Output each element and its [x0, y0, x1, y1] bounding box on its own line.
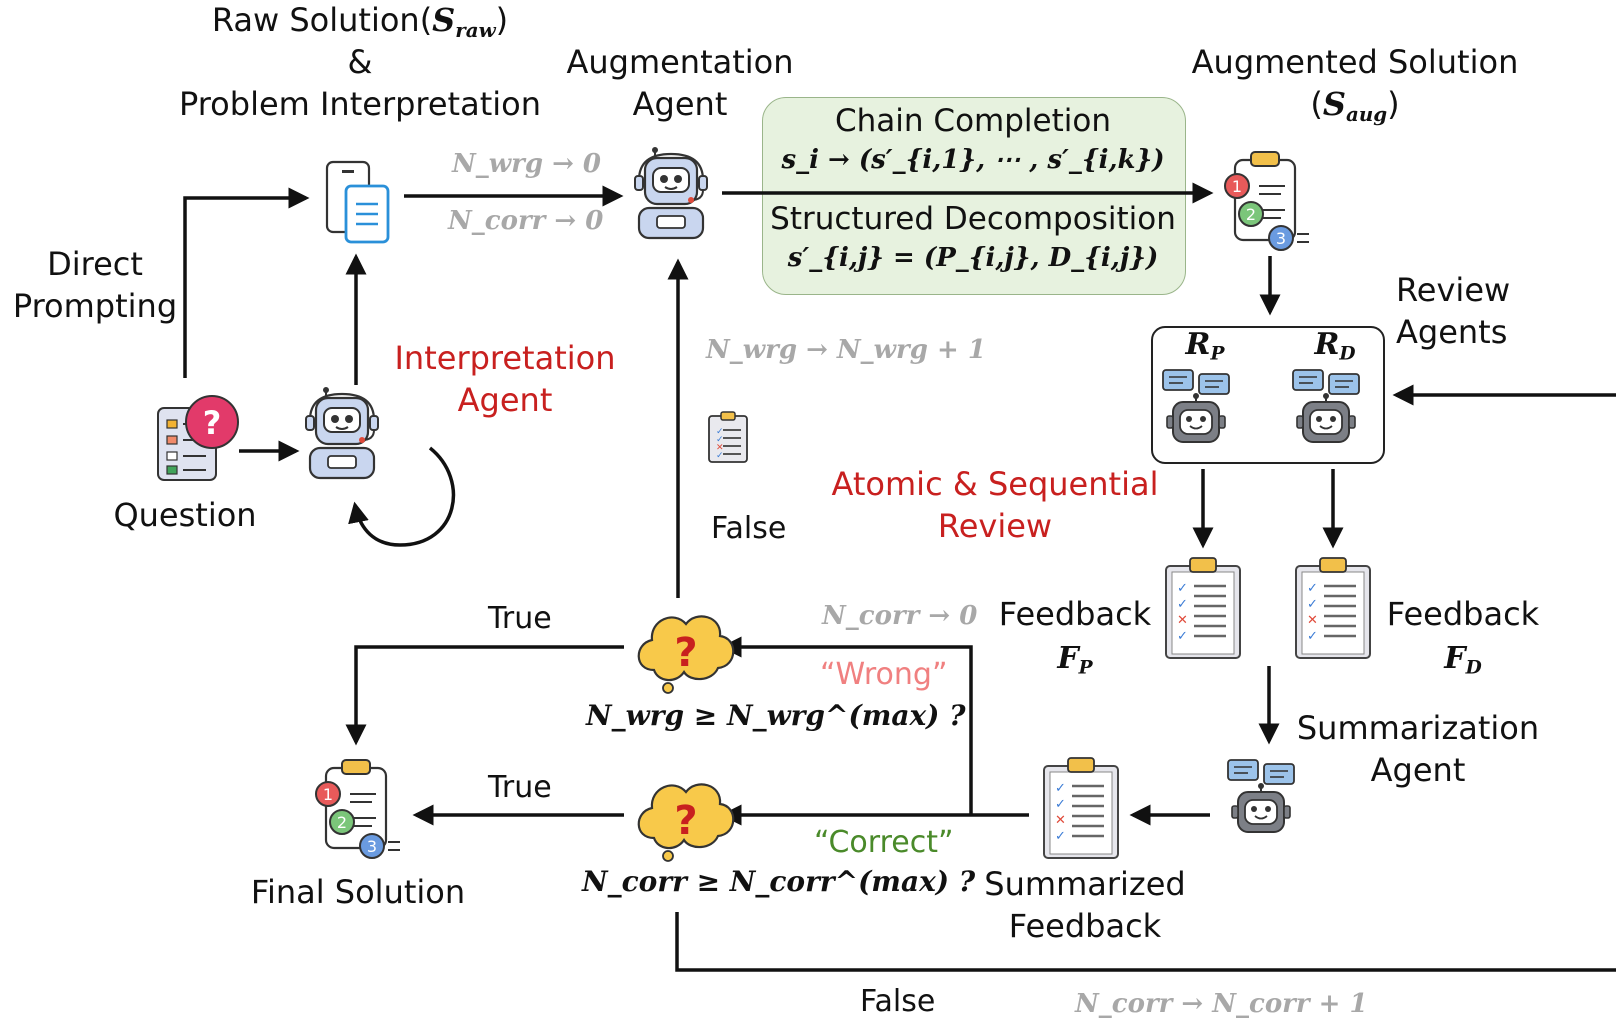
svg-text:✓: ✓	[1307, 597, 1318, 612]
review-agents-label-2: Agents	[1396, 313, 1508, 351]
review-robot-p-icon	[1162, 369, 1230, 443]
review-rd-label: RD	[1314, 327, 1356, 365]
summarized-feedback-clipboard-icon: ✓ ✓ ✕ ✓	[1043, 757, 1119, 859]
condition-corr: N_corr ≥ N_corr^(max) ?	[582, 865, 976, 898]
counter-ncorr-inc: N_corr → N_corr + 1	[1075, 989, 1368, 1019]
summarization-robot-icon	[1227, 759, 1295, 833]
svg-text:1: 1	[1232, 177, 1242, 196]
edge-false-left: False	[711, 511, 787, 546]
svg-text:3: 3	[1276, 229, 1286, 248]
augmentation-operations-box	[762, 97, 1186, 295]
svg-text:✓: ✓	[1055, 797, 1066, 812]
augmentation-agent-label-1: Augmentation	[566, 43, 794, 81]
review-robot-d-icon	[1292, 369, 1360, 443]
summarized-feedback-label-1: Summarized	[984, 865, 1186, 903]
corr-false-loop-line	[675, 912, 1616, 972]
summarization-agent-label-2: Agent	[1370, 751, 1466, 789]
feedback-d-label: Feedback	[1386, 595, 1540, 633]
chain-completion-formula: s_i → (s′_{i,1}, ⋯ , s′_{i,k})	[781, 145, 1165, 175]
question-icon: ?	[157, 395, 239, 481]
wrong-decision-cloud-icon: ?	[637, 615, 735, 694]
svg-text:✓: ✓	[716, 427, 724, 437]
svg-text:✕: ✕	[716, 443, 724, 453]
wrong-branch-arrow	[720, 636, 973, 815]
svg-text:?: ?	[203, 404, 222, 442]
atomic-review-label-1: Atomic & Sequential	[831, 465, 1159, 503]
svg-text:✕: ✕	[1055, 813, 1066, 828]
counter-nwrg-inc: N_wrg → N_wrg + 1	[706, 335, 986, 365]
final-solution-label: Final Solution	[250, 873, 466, 911]
review-rp-label: RP	[1185, 327, 1225, 365]
atomic-review-label-2: Review	[937, 507, 1053, 545]
svg-text:✓: ✓	[716, 435, 724, 445]
edge-true-top: True	[488, 601, 552, 636]
chain-completion-title: Chain Completion	[835, 103, 1111, 139]
svg-text:✓: ✓	[1177, 597, 1188, 612]
interpretation-agent-label-2: Agent	[457, 381, 553, 419]
augmented-solution-symbol: (Saug)	[1310, 85, 1400, 126]
feedback-p-label: Feedback	[998, 595, 1152, 633]
interpretation-robot-icon	[305, 387, 379, 480]
svg-text:1: 1	[323, 785, 333, 804]
counter-ncorr-zero-top: N_corr → 0	[448, 206, 604, 236]
checklist-icon: ✓ ✓ ✕ ✓	[708, 411, 748, 463]
counter-ncorr-zero-mid: N_corr → 0	[822, 601, 978, 631]
document-icon	[325, 160, 390, 244]
edge-wrong: “Wrong”	[820, 657, 948, 692]
structured-decomposition-formula: s′_{i,j} = (P_{i,j}, D_{i,j})	[787, 243, 1159, 273]
raw-solution-label: Raw Solution(Sraw)	[211, 1, 509, 42]
summarized-feedback-label-2: Feedback	[1008, 907, 1162, 945]
condition-wrg: N_wrg ≥ N_wrg^(max) ?	[586, 699, 966, 732]
wrg-true-to-final-arrow	[345, 645, 624, 746]
raw-solution-amp: &	[347, 43, 373, 81]
svg-text:✓: ✓	[1055, 781, 1066, 796]
svg-text:?: ?	[674, 630, 697, 676]
svg-text:✓: ✓	[1307, 629, 1318, 644]
svg-text:✕: ✕	[1307, 613, 1318, 628]
svg-text:✕: ✕	[1177, 613, 1188, 628]
interpretation-agent-label-1: Interpretation	[394, 339, 616, 377]
svg-text:✓: ✓	[1177, 581, 1188, 596]
review-agents-label-1: Review	[1396, 271, 1511, 309]
final-clipboard-icon: 1 2 3	[315, 759, 400, 859]
svg-text:2: 2	[1246, 205, 1256, 224]
svg-text:✓: ✓	[1307, 581, 1318, 596]
svg-text:✓: ✓	[1177, 629, 1188, 644]
feedback-d-clipboard-icon: ✓ ✓ ✕ ✓	[1295, 557, 1371, 659]
feedback-p-symbol: FP	[1057, 641, 1093, 679]
direct-prompting-label-2: Prompting	[12, 287, 178, 325]
augmentation-robot-icon	[634, 147, 708, 240]
structured-decomposition-title: Structured Decomposition	[770, 201, 1176, 237]
svg-text:✓: ✓	[1055, 829, 1066, 844]
correct-decision-cloud-icon: ?	[637, 783, 735, 862]
augmentation-agent-label-2: Agent	[632, 85, 728, 123]
svg-text:✓: ✓	[716, 451, 724, 461]
feedback-d-symbol: FD	[1444, 641, 1482, 679]
edge-correct: “Correct”	[814, 825, 954, 860]
problem-interpretation-label: Problem Interpretation	[178, 85, 541, 123]
question-label: Question	[113, 496, 257, 534]
direct-prompting-arrow	[183, 187, 310, 378]
svg-text:3: 3	[367, 837, 377, 856]
summarization-agent-label-1: Summarization	[1296, 709, 1540, 747]
feedback-p-clipboard-icon: ✓ ✓ ✕ ✓	[1165, 557, 1241, 659]
svg-text:?: ?	[674, 798, 697, 844]
augmented-clipboard-icon: 1 2 3	[1224, 151, 1309, 251]
counter-nwrg-zero: N_wrg → 0	[452, 149, 602, 179]
edge-true-bottom: True	[488, 770, 552, 805]
direct-prompting-label-1: Direct	[47, 245, 143, 283]
interpretation-self-loop	[348, 446, 455, 547]
augmented-solution-label: Augmented Solution	[1191, 43, 1519, 81]
svg-text:2: 2	[337, 813, 347, 832]
edge-false-bottom: False	[860, 984, 936, 1019]
